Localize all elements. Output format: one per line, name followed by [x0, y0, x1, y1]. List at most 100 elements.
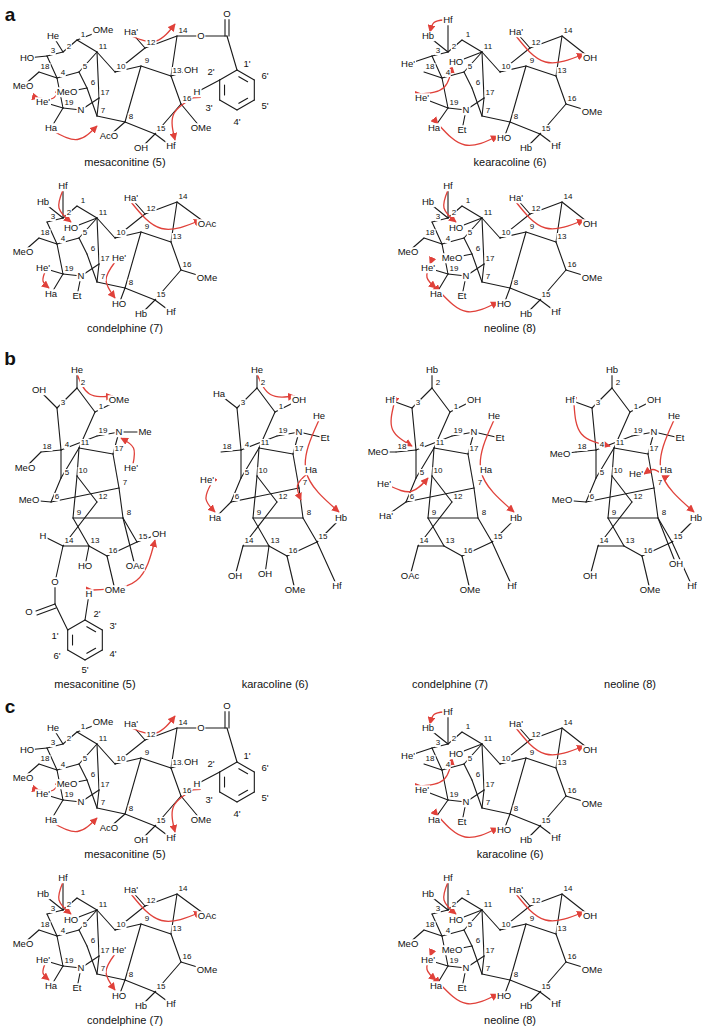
atom-number: 5: [244, 469, 250, 477]
ester-bond: [55, 604, 68, 630]
bond: [115, 740, 145, 764]
atom-label: Ha': [123, 193, 139, 203]
atom-number: 10: [501, 229, 512, 237]
atom-number: 5: [64, 469, 70, 477]
bond: [608, 518, 624, 546]
bond: [145, 36, 177, 48]
atom-number: 10: [78, 467, 89, 475]
atom-number: 15: [318, 533, 329, 541]
atom-label: OAc: [197, 911, 217, 921]
atom-number: 6: [475, 937, 481, 945]
bond: [462, 542, 492, 556]
atom-number: 17: [469, 445, 480, 453]
atom-number: 11: [483, 43, 493, 51]
atom-number: 6: [475, 245, 481, 253]
atom-number: 19: [633, 427, 644, 435]
atom-number: 12: [146, 897, 157, 905]
atom-number: 1: [633, 403, 639, 411]
atom-number: 16: [182, 953, 193, 961]
atom-number: 1: [278, 403, 284, 411]
bond: [500, 906, 530, 930]
compound-name: condelphine (7): [86, 323, 164, 334]
atom-label: OH: [582, 911, 598, 921]
atom-number: 18: [40, 63, 51, 71]
atom-label: MeO: [367, 447, 390, 457]
atom-number: 18: [40, 229, 51, 237]
bond: [155, 270, 181, 300]
atom-number: 3: [435, 213, 441, 221]
noe-arrow: [438, 816, 498, 837]
bond: [240, 450, 241, 478]
bond: [97, 910, 115, 930]
compound-name: condelphine (7): [86, 1015, 164, 1026]
atom-label: Hf: [442, 873, 454, 883]
atom-label: OMe: [196, 273, 219, 283]
atom-number: 10: [258, 467, 269, 475]
compound-name: neoline (8): [603, 679, 657, 690]
atom-label: Hf: [550, 307, 562, 317]
atom-number: 12: [633, 493, 644, 501]
atom-number: 2: [615, 379, 621, 387]
bond: [253, 518, 269, 546]
bond-layer: [23, 19, 696, 1006]
atom-label: Et: [457, 817, 468, 827]
noe-arrow: [43, 272, 49, 288]
bond: [61, 448, 79, 478]
atom-label: He': [35, 955, 51, 965]
atom-number: 6: [589, 493, 595, 501]
atom-label: Hb: [421, 197, 435, 207]
atom-label: 1': [50, 631, 59, 641]
atom-number: 18: [425, 229, 436, 237]
benzene-bond: [254, 772, 255, 792]
atom-number: 7: [122, 479, 128, 487]
atom-number: 14: [563, 27, 574, 35]
bond: [77, 732, 97, 744]
atom-number: 15: [541, 291, 552, 299]
substituent-bond: [447, 712, 448, 744]
bond: [482, 218, 500, 238]
atom-number: 7: [477, 479, 483, 487]
atom-label: He': [123, 463, 139, 473]
noe-arrow: [438, 124, 498, 145]
atom-label: 3': [204, 795, 213, 805]
atom-label: OAc: [400, 571, 420, 581]
bond: [468, 454, 474, 488]
noe-arrow: [206, 484, 215, 512]
bond: [113, 454, 119, 488]
atom-label: Ha': [508, 885, 524, 895]
atom-label: He': [199, 475, 215, 485]
atom-number: 10: [613, 467, 624, 475]
atom-number: 11: [98, 735, 108, 743]
bond: [269, 546, 287, 556]
bond: [472, 780, 482, 808]
atom-label: HO: [496, 825, 512, 835]
bond: [462, 40, 482, 52]
atom-label: HO: [448, 223, 464, 233]
atom-label: Hf: [442, 181, 454, 191]
atom-number: 3: [240, 399, 246, 407]
compound-name: mesaconitine (5): [83, 849, 166, 860]
atom-label: 2': [206, 67, 215, 77]
noe-arrow: [257, 374, 295, 397]
bond: [79, 744, 97, 764]
atom-label: O: [24, 607, 33, 617]
atom-number: 9: [529, 915, 535, 923]
bond: [462, 898, 482, 910]
bond: [510, 980, 540, 992]
atom-number: 2: [451, 43, 457, 51]
atom-number: 1: [465, 31, 471, 39]
bond: [464, 930, 472, 946]
bond: [145, 894, 177, 906]
bond: [540, 270, 566, 300]
atom-label: Hb: [36, 197, 50, 207]
atom-label: Ha': [378, 511, 394, 521]
atom-number: 8: [128, 113, 134, 121]
bond: [97, 974, 125, 980]
bond: [526, 758, 556, 768]
bond: [73, 517, 123, 518]
atom-label: He': [414, 93, 430, 103]
atom-label: 3': [108, 621, 117, 631]
atom-label: OMe: [581, 273, 604, 283]
benzene-double-bond: [239, 790, 248, 795]
bond: [303, 518, 317, 542]
